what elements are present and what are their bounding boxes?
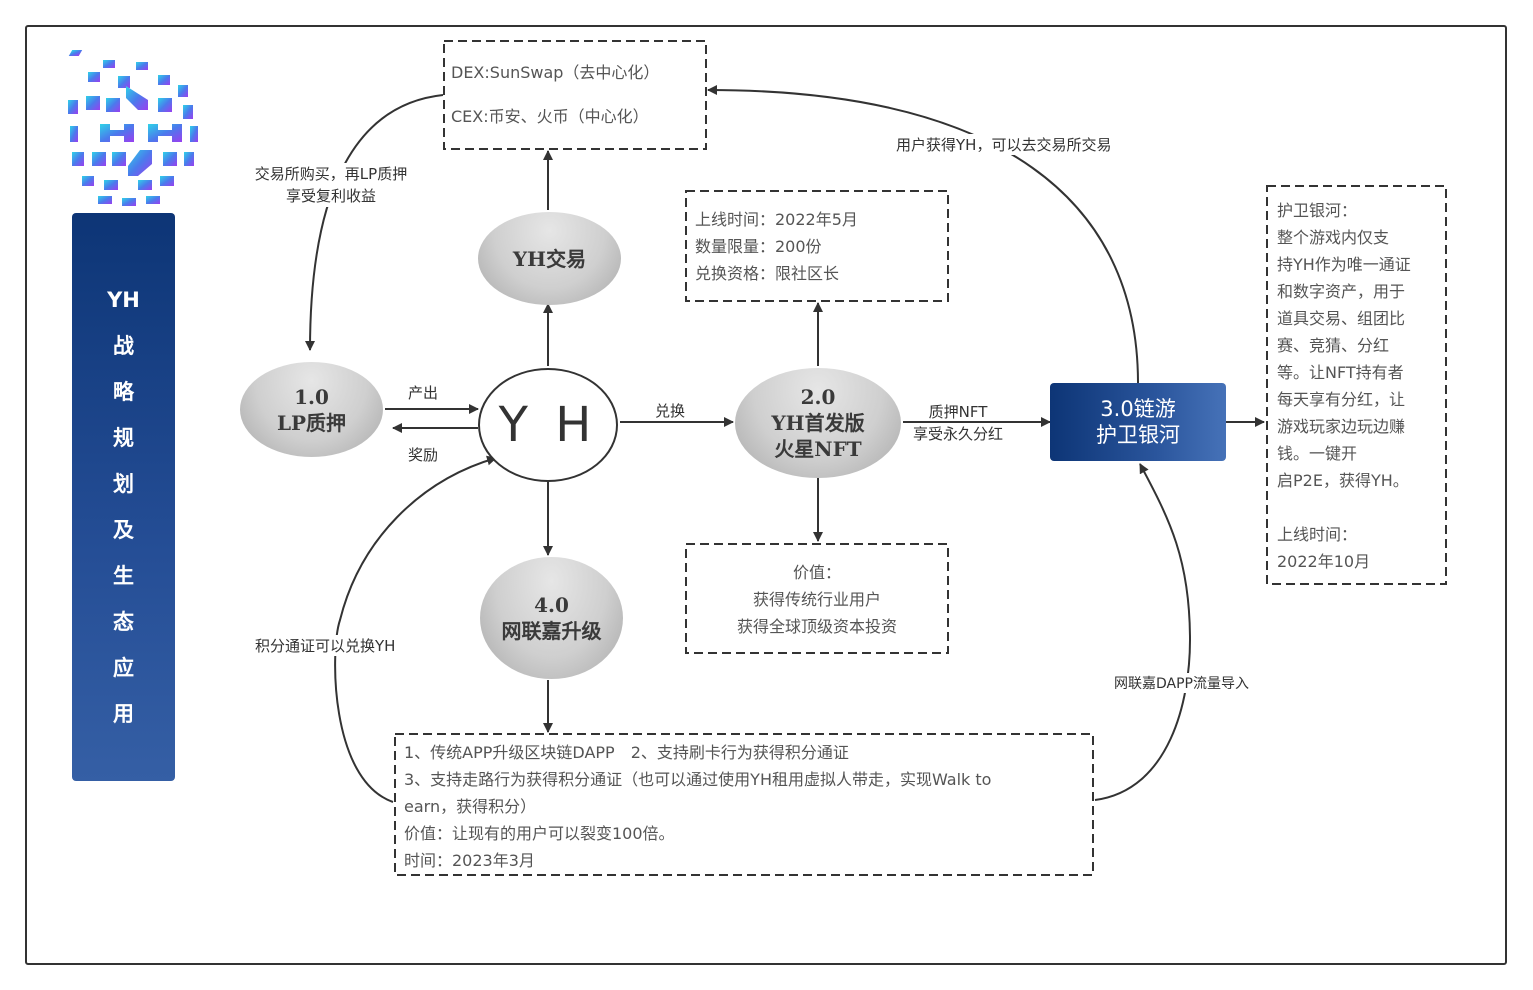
- edge-label-line: 享受复利收益: [285, 187, 376, 205]
- edge-label-produce: 产出: [408, 384, 439, 402]
- node-label: 火星NFT: [774, 437, 862, 461]
- nft-launch-time: 上线时间：2022年5月: [695, 210, 858, 229]
- sidebar-title-banner: YH 战 略 规 划 及 生 态 应 用: [72, 213, 175, 781]
- upgrade-info-line: 1、传统APP升级区块链DAPP 2、支持刷卡行为获得积分通证: [404, 743, 849, 762]
- diagram-frame: [25, 25, 1507, 965]
- edge-dapp-to-game: [1094, 463, 1192, 801]
- node-upgrade: 4.0 网联嘉升级: [480, 557, 623, 679]
- sidebar-title-line: 略: [113, 380, 134, 404]
- exchange-box: DEX:SunSwap（去中心化） CEX:币安、火币（中心化）: [443, 40, 707, 150]
- node-label: YH首发版: [771, 411, 865, 435]
- edge-label-exchange: 兑换: [655, 402, 686, 420]
- nft-info-box: 上线时间：2022年5月 数量限量：200份 兑换资格：限社区长: [685, 190, 949, 302]
- sidebar-title-line: 态: [113, 610, 134, 634]
- sidebar-title-line: YH: [107, 288, 140, 312]
- nft-eligibility: 兑换资格：限社区长: [695, 264, 840, 283]
- sidebar-title-line: 战: [113, 334, 134, 358]
- game-info-box: 护卫银河： 整个游戏内仅支 持YH作为唯一通证 和数字资产，用于 道具交易、组团…: [1266, 185, 1447, 585]
- edge-label-points: 积分通证可以兑换YH: [253, 635, 398, 656]
- upgrade-time: 时间：2023年3月: [404, 851, 535, 870]
- game-launch-label: 上线时间：: [1277, 525, 1358, 544]
- sidebar-title-line: 规: [113, 426, 134, 450]
- sidebar-title-line: 生: [113, 564, 134, 588]
- edge-label-line: 享受永久分红: [912, 425, 1003, 443]
- edge-game-to-exchange: [707, 85, 1139, 384]
- edge-label-user-trade: 用户获得YH，可以去交易所交易: [893, 134, 1115, 155]
- node-lp-staking: 1.0 LP质押: [240, 362, 383, 457]
- sidebar-title-line: 及: [113, 518, 134, 542]
- nft-value-box: 价值： 获得传统行业用户 获得全球顶级资本投资: [685, 543, 949, 654]
- nft-value-line: 获得全球顶级资本投资: [736, 617, 897, 636]
- node-label: LP质押: [276, 410, 347, 435]
- globe-logo-icon: [48, 40, 208, 210]
- sidebar-title-line: 应: [113, 656, 134, 680]
- node-label: 4.0: [534, 593, 569, 617]
- game-info-line: 和数字资产，用于: [1277, 282, 1406, 301]
- game-launch-date: 2022年10月: [1277, 552, 1371, 571]
- game-info-line: 每天享有分红，让: [1277, 390, 1406, 409]
- game-info-line: 钱。一键开: [1277, 444, 1358, 463]
- game-info-line: 护卫银河：: [1277, 201, 1358, 220]
- edge-points-to-yh: [334, 455, 497, 803]
- upgrade-info-box: 1、传统APP升级区块链DAPP 2、支持刷卡行为获得积分通证 3、支持走路行为…: [394, 733, 1094, 876]
- game-info-line: 赛、竞猜、分红: [1277, 336, 1390, 355]
- sidebar-title-line: 划: [113, 472, 134, 496]
- nft-quantity: 数量限量：200份: [695, 237, 822, 256]
- upgrade-info-line: 3、支持走路行为获得积分通证（也可以通过使用YH租用虚拟人带走，实现Walk t…: [404, 770, 992, 789]
- edge-label-reward: 奖励: [408, 446, 439, 464]
- sidebar-title-line: 用: [113, 702, 134, 726]
- node-yh-center: Y H: [478, 368, 618, 482]
- node-yh-trade: YH交易: [478, 212, 621, 305]
- edge-label-line: 交易所购买，再LP质押: [254, 165, 408, 183]
- node-label: 网联嘉升级: [501, 619, 602, 643]
- game-info-line: 启P2E，获得YH。: [1277, 471, 1409, 490]
- edge-label-dapp-traffic: 网联嘉DAPP流量导入: [1112, 673, 1251, 693]
- nft-value-line: 获得传统行业用户: [752, 590, 881, 609]
- node-label: YH交易: [512, 246, 587, 271]
- game-info-text: 护卫银河： 整个游戏内仅支 持YH作为唯一通证 和数字资产，用于 道具交易、组团…: [1277, 197, 1411, 575]
- edge-label-stake-nft: 质押NFT 享受永久分红: [902, 401, 1014, 445]
- node-nft: 2.0 YH首发版 火星NFT: [735, 368, 901, 478]
- exchange-dex-text: DEX:SunSwap（去中心化）: [451, 63, 660, 82]
- game-info-line: 道具交易、组团比: [1277, 309, 1406, 328]
- node-chain-game: 3.0链游 护卫银河: [1050, 383, 1226, 461]
- game-info-line: 整个游戏内仅支: [1277, 228, 1390, 247]
- node-label: 3.0链游: [1100, 397, 1176, 421]
- edge-exchange-to-lp: [305, 94, 444, 351]
- node-label: 2.0: [800, 385, 836, 409]
- node-label: 1.0: [294, 384, 329, 409]
- game-info-line: 等。让NFT持有者: [1277, 363, 1404, 382]
- edge-label-line: 质押NFT: [928, 403, 988, 421]
- node-label: 护卫银河: [1096, 423, 1180, 447]
- game-info-spacer: [1277, 494, 1411, 521]
- exchange-cex-text: CEX:币安、火币（中心化）: [451, 107, 649, 126]
- edge-label-buy-lp: 交易所购买，再LP质押 享受复利收益: [236, 163, 426, 207]
- upgrade-value: 价值：让现有的用户可以裂变100倍。: [404, 824, 675, 843]
- game-info-line: 持YH作为唯一通证: [1277, 255, 1411, 274]
- nft-value-heading: 价值：: [792, 563, 841, 582]
- game-info-line: 游戏玩家边玩边赚: [1277, 417, 1406, 436]
- upgrade-info-line: earn，获得积分）: [404, 797, 537, 816]
